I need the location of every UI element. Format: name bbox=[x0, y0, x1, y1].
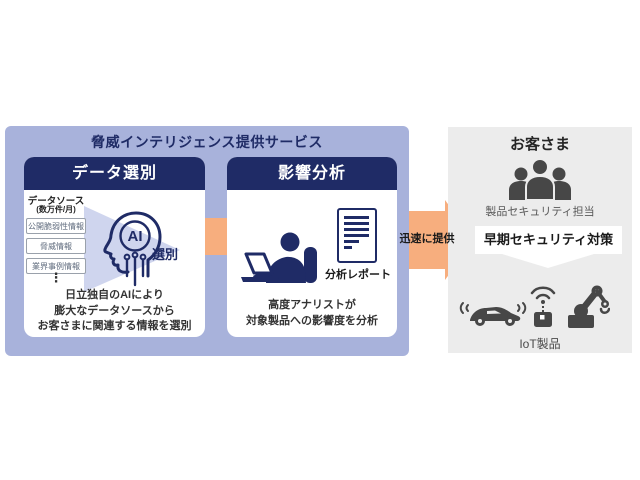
ai-text: AI bbox=[128, 228, 143, 245]
datasource-label: データソース bbox=[27, 196, 85, 207]
service-panel-title: 脅威インテリジェンス提供サービス bbox=[91, 134, 323, 150]
process-connector bbox=[205, 218, 227, 255]
filter-label: 選別 bbox=[152, 247, 179, 262]
robot-arm-icon bbox=[568, 285, 610, 328]
iot-products-label: IoT製品 bbox=[519, 337, 561, 351]
impact-analysis-header: 影響分析 bbox=[227, 157, 397, 190]
security-measures-label: 早期セキュリティ対策 bbox=[483, 232, 614, 247]
iot-device-icon bbox=[530, 286, 556, 327]
data-selection-description: 日立独自のAIにより 膨大なデータソースから お客さまに関連する情報を選別 bbox=[37, 289, 192, 332]
impact-analysis-card: 影響分析 分析レポート 高度アナリストが 対象製品への影響度を分析 bbox=[227, 157, 397, 337]
analyst-laptop-icon bbox=[241, 232, 317, 283]
source-box-public-vuln: 公開脆弱性情報 bbox=[26, 218, 86, 234]
connected-car-icon bbox=[459, 302, 527, 326]
delivery-arrow-label: 迅速に提供 bbox=[399, 233, 455, 245]
datasource-volume-label: (数万件/月) bbox=[36, 205, 76, 214]
source-box-industry-cases: 業界事例情報 bbox=[26, 258, 86, 274]
customer-title: お客さま bbox=[509, 136, 570, 153]
impact-analysis-description: 高度アナリストが 対象製品への影響度を分析 bbox=[246, 299, 378, 327]
source-ellipsis: ⋮ bbox=[49, 270, 63, 285]
data-selection-card: データ選別 データソース (数万件/月) 公開脆弱性情報 脅威情報 業界事例情報… bbox=[24, 157, 205, 337]
staff-label: 製品セキュリティ担当 bbox=[485, 206, 595, 218]
report-document-icon bbox=[337, 208, 377, 263]
report-label: 分析レポート bbox=[325, 269, 391, 281]
customer-panel: お客さま 製品セキュリティ担当 早期セキュリティ対策 bbox=[448, 127, 632, 353]
banner-pointer bbox=[502, 254, 594, 268]
security-measures-banner bbox=[475, 226, 622, 254]
source-box-threat-info: 脅威情報 bbox=[26, 238, 86, 254]
people-group-icon bbox=[509, 158, 571, 200]
ai-brain-icon: AI bbox=[103, 211, 162, 287]
data-selection-header: データ選別 bbox=[24, 157, 205, 190]
